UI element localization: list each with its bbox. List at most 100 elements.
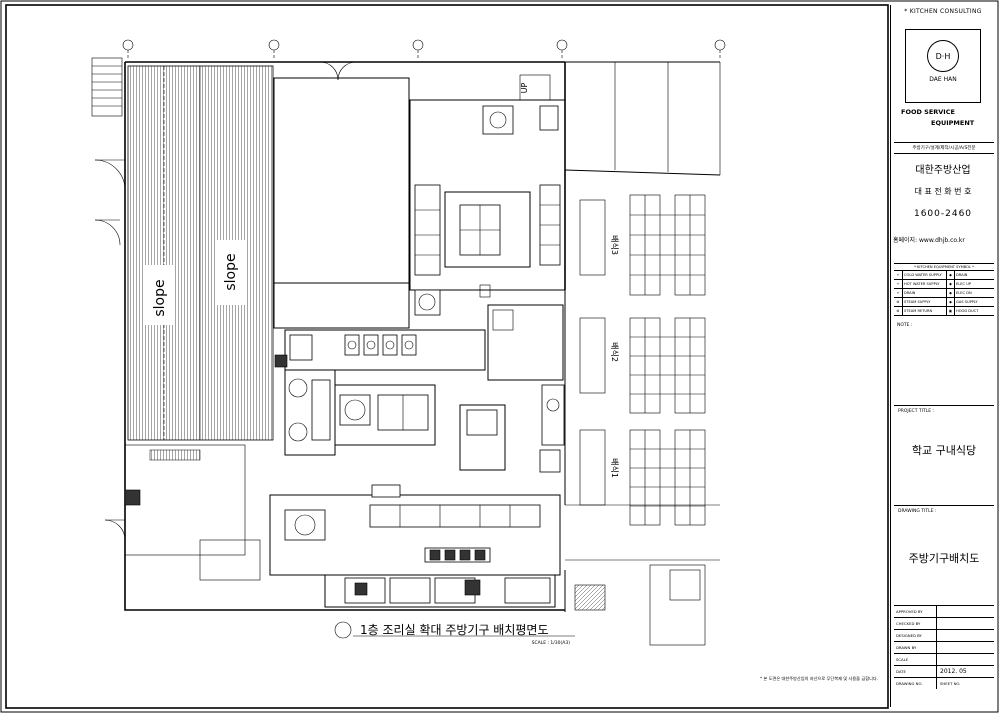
- legend-row: + COLD WATER SUPPLY ◆ DRAIN: [894, 271, 994, 280]
- meta-label: SCALE: [896, 657, 909, 662]
- legend-label: DRAIN: [956, 273, 968, 277]
- legend-symbol-icon: ⊗: [894, 307, 903, 315]
- legend-label: GAS SUPPLY: [956, 300, 978, 304]
- meta-label: DRAWING NO.: [896, 681, 923, 686]
- meta-label: DRAWN BY: [896, 645, 917, 650]
- meta-value: 2012. 05: [936, 666, 994, 677]
- meta-label: DATE: [896, 669, 906, 674]
- rep-phone-label: 대 표 전 화 번 호: [914, 187, 972, 196]
- note-label: NOTE :: [897, 323, 913, 328]
- table-block: [629, 429, 706, 526]
- drawing-section: DRAWING TITLE : 주방기구배치도: [894, 505, 994, 601]
- meta-value: [936, 642, 994, 653]
- serving-label-3: 배식3: [610, 235, 619, 255]
- meta-row: APPROVED BY: [894, 606, 994, 618]
- project-label: PROJECT TITLE :: [898, 409, 934, 414]
- grid-bubble: [412, 39, 424, 60]
- grid-bubble: [268, 39, 280, 60]
- legend-label: ELEC UP: [956, 282, 971, 286]
- meta-value: [936, 630, 994, 641]
- slope-ramp: slope slope: [127, 65, 274, 441]
- entry-stairs: [91, 57, 123, 117]
- company-name: 대한주방산업: [915, 165, 971, 176]
- project-section: PROJECT TITLE : 학교 구내식당: [894, 405, 994, 506]
- grid-bubble: [122, 39, 134, 60]
- up-label: UP: [520, 82, 529, 93]
- symbol-legend: * KITCHEN EQUIPMENT SYMBOL * + COLD WATE…: [894, 263, 994, 316]
- meta-row: DRAWING NO. SHEET NO.: [894, 678, 994, 689]
- logo-emblem: D·H: [927, 40, 959, 72]
- dining-area: 배식3 배식2 배식1: [579, 194, 706, 646]
- logo-box: D·H DAE HAN: [905, 29, 981, 103]
- table-block: [629, 194, 706, 296]
- consulting-label: * KITCHEN CONSULTING: [904, 8, 982, 15]
- legend-row: ⊗ STEAM SUPPLY ◆ GAS SUPPLY: [894, 298, 994, 307]
- meta-value: SHEET NO.: [936, 678, 994, 689]
- meta-row: SCALE: [894, 654, 994, 666]
- legend-label: HOOD DUCT: [956, 309, 979, 313]
- tagline-2: EQUIPMENT: [931, 119, 975, 127]
- drawing-title: 1층 조리실 확대 주방기구 배치평면도 SCALE : 1/30(A3): [334, 621, 575, 646]
- meta-row: DATE 2012. 05: [894, 666, 994, 678]
- services-line: 주방기구/설계/제작/시공/A/S전문: [894, 142, 994, 154]
- central-room: [479, 284, 564, 381]
- drawing-frame: [5, 4, 889, 709]
- title-block: * KITCHEN CONSULTING D·H DAE HAN FOOD SE…: [890, 5, 995, 707]
- grid-bubble: [556, 39, 568, 60]
- meta-row: DRAWN BY: [894, 642, 994, 654]
- legend-symbol-icon: +: [894, 280, 903, 288]
- legend-row: + DRAIN ◆ ELEC DN: [894, 289, 994, 298]
- logo-mark: D·H: [935, 51, 951, 61]
- meta-label: CHECKED BY: [896, 621, 921, 626]
- legend-title: * KITCHEN EQUIPMENT SYMBOL *: [894, 264, 994, 271]
- legend-label: ELEC DN: [956, 291, 972, 295]
- meta-label: DESIGNED BY: [896, 633, 922, 638]
- grid-axis-markers: [122, 39, 726, 60]
- project-title: 학교 구내식당: [911, 444, 977, 457]
- main-title: 1층 조리실 확대 주방기구 배치평면도: [360, 623, 549, 637]
- homepage: 홈페이지: www.dhjb.co.kr: [893, 237, 965, 244]
- logo-name: DAE HAN: [929, 76, 957, 83]
- grid-bubble: [714, 39, 726, 60]
- interior-rooms: [104, 61, 410, 581]
- legend-symbol-icon: ▣: [947, 307, 955, 315]
- legend-row: ⊗ STEAM RETURN ▣ HOOD DUCT: [894, 307, 994, 316]
- meta-table: APPROVED BY CHECKED BY DESIGNED BY DRAWN…: [894, 605, 994, 689]
- drawing-title-text: 주방기구배치도: [908, 552, 980, 565]
- scale-text: SCALE : 1/30(A3): [532, 640, 571, 646]
- legend-symbol-icon: +: [894, 271, 903, 279]
- meta-row: DESIGNED BY: [894, 630, 994, 642]
- meta-value: [936, 606, 994, 617]
- tagline-1: FOOD SERVICE: [901, 108, 955, 116]
- upper-kitchen: UP: [409, 74, 566, 316]
- meta-value: [936, 654, 994, 665]
- rep-phone: 1600-2460: [913, 209, 973, 219]
- left-doors: [94, 159, 126, 246]
- legend-label: STEAM RETURN: [903, 307, 947, 315]
- cooking-line: [274, 329, 565, 473]
- legend-symbol-icon: ◆: [947, 280, 955, 288]
- legend-symbol-icon: ◆: [947, 271, 955, 279]
- notes-text: * 본 도면은 대한주방산업의 자산으로 무단복제 및 사용을 금합니다.: [760, 675, 878, 682]
- meta-value: [936, 618, 994, 629]
- legend-label: STEAM SUPPLY: [903, 298, 947, 306]
- meta-row: CHECKED BY: [894, 618, 994, 630]
- slope-label-left: slope: [152, 279, 168, 316]
- legend-symbol-icon: +: [894, 289, 903, 297]
- legend-label: HOT WATER SUPPLY: [903, 280, 947, 288]
- table-block: [629, 317, 706, 414]
- lower-kitchen: [269, 484, 606, 611]
- legend-symbol-icon: ◆: [947, 289, 955, 297]
- legend-label: COLD WATER SUPPLY: [903, 271, 947, 279]
- meta-label: APPROVED BY: [896, 609, 923, 614]
- drawing-label: DRAWING TITLE :: [898, 509, 937, 514]
- slope-label-right: slope: [223, 253, 239, 290]
- legend-symbol-icon: ◆: [947, 298, 955, 306]
- serving-label-2: 배식2: [610, 342, 619, 362]
- legend-symbol-icon: ⊗: [894, 298, 903, 306]
- legend-row: + HOT WATER SUPPLY ◆ ELEC UP: [894, 280, 994, 289]
- legend-label: DRAIN: [903, 289, 947, 297]
- serving-label-1: 배식1: [610, 458, 619, 478]
